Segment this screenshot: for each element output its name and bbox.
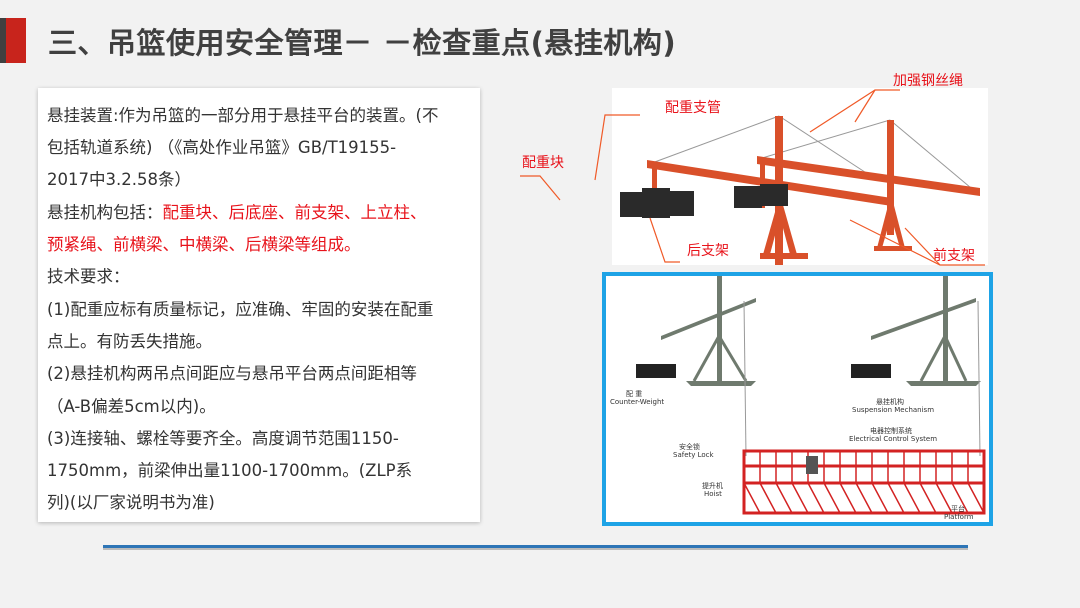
platform-rail — [807, 482, 825, 514]
component-list: 配重块、后底座、前支架、上立柱、 — [162, 203, 427, 222]
platform-rail — [839, 482, 857, 514]
text-line: 1750mm，前梁伸出量1100-1700mm。(ZLP系 — [47, 461, 413, 480]
text-line: (3)连接轴、螺栓等要齐全。高度调节范围1150- — [47, 429, 399, 448]
platform-rail — [855, 482, 873, 514]
bottom-divider — [103, 545, 968, 548]
callout-lines — [520, 89, 985, 266]
title-marker-red — [6, 18, 26, 63]
label-front-frame: 前支架 — [933, 248, 975, 264]
label-platform-cn: 平台 — [951, 505, 965, 513]
label-hoist-en: Hoist — [704, 490, 722, 498]
platform-rail — [903, 482, 921, 514]
label-suspension-en: Suspension Mechanism — [852, 406, 935, 414]
platform-rail — [775, 482, 793, 514]
label-safety-lock-en: Safety Lock — [673, 451, 714, 459]
platform-rail — [759, 482, 777, 514]
platform-rail — [743, 482, 761, 514]
label-platform-en: Platform — [944, 513, 974, 521]
label-reinforce-rope: 加强钢丝绳 — [893, 73, 963, 89]
text-line: （A-B偏差5cm以内)。 — [47, 397, 216, 416]
platform-rail — [919, 482, 937, 514]
platform-rail — [935, 482, 953, 514]
component-list: 预紧绳、前横梁、中横梁、后横梁等组成。 — [47, 235, 361, 254]
description-textbox: 悬挂装置:作为吊篮的一部分用于悬挂平台的装置。(不 包括轨道系统) （《高处作业… — [38, 88, 480, 522]
text-line: 2017中3.2.58条） — [47, 170, 191, 189]
text-line: 点上。有防丢失措施。 — [47, 332, 212, 351]
label-hoist-cn: 提升机 — [702, 482, 723, 490]
text-prefix: 悬挂机构包括： — [47, 203, 163, 222]
hanging-platform-image: 配 重 Counter-Weight 悬挂机构 Suspension Mecha… — [602, 272, 993, 526]
label-safety-lock-cn: 安全锁 — [679, 443, 700, 451]
text-line: (2)悬挂机构两吊点间距应与悬吊平台两点间距相等 — [47, 364, 417, 383]
label-suspension-cn: 悬挂机构 — [876, 398, 904, 406]
page-title: 三、吊篮使用安全管理－ －检查重点(悬挂机构) — [48, 26, 677, 60]
text-line: 列)(以厂家说明书为准) — [47, 493, 215, 512]
text-line: 技术要求： — [47, 267, 130, 286]
text-line: (1)配重应标有质量标记，应准确、牢固的安装在配重 — [47, 300, 434, 319]
hanging-platform-drawing — [636, 276, 986, 515]
label-counterweight-cn: 配 重 — [626, 390, 643, 398]
title-marker-dark — [0, 18, 6, 63]
platform-rail — [823, 482, 841, 514]
platform-rail — [967, 482, 985, 514]
text-line: 悬挂机构包括：配重块、后底座、前支架、上立柱、 — [47, 199, 427, 223]
label-electrical-en: Electrical Control System — [849, 435, 938, 443]
platform-rail — [871, 482, 889, 514]
platform-rail — [951, 482, 969, 514]
label-rear-frame: 后支架 — [687, 243, 729, 259]
platform-rail — [791, 482, 809, 514]
platform-rail — [887, 482, 905, 514]
suspension-frame-image — [612, 88, 988, 266]
label-electrical-cn: 电器控制系统 — [870, 427, 912, 435]
label-counterweight: 配重块 — [522, 155, 564, 171]
text-line: 包括轨道系统) （《高处作业吊篮》GB/T19155- — [47, 138, 397, 157]
label-counterweight-en: Counter-Weight — [610, 398, 665, 406]
text-line: 悬挂装置:作为吊篮的一部分用于悬挂平台的装置。(不 — [47, 106, 439, 125]
label-counterweight-tube: 配重支管 — [665, 100, 721, 116]
